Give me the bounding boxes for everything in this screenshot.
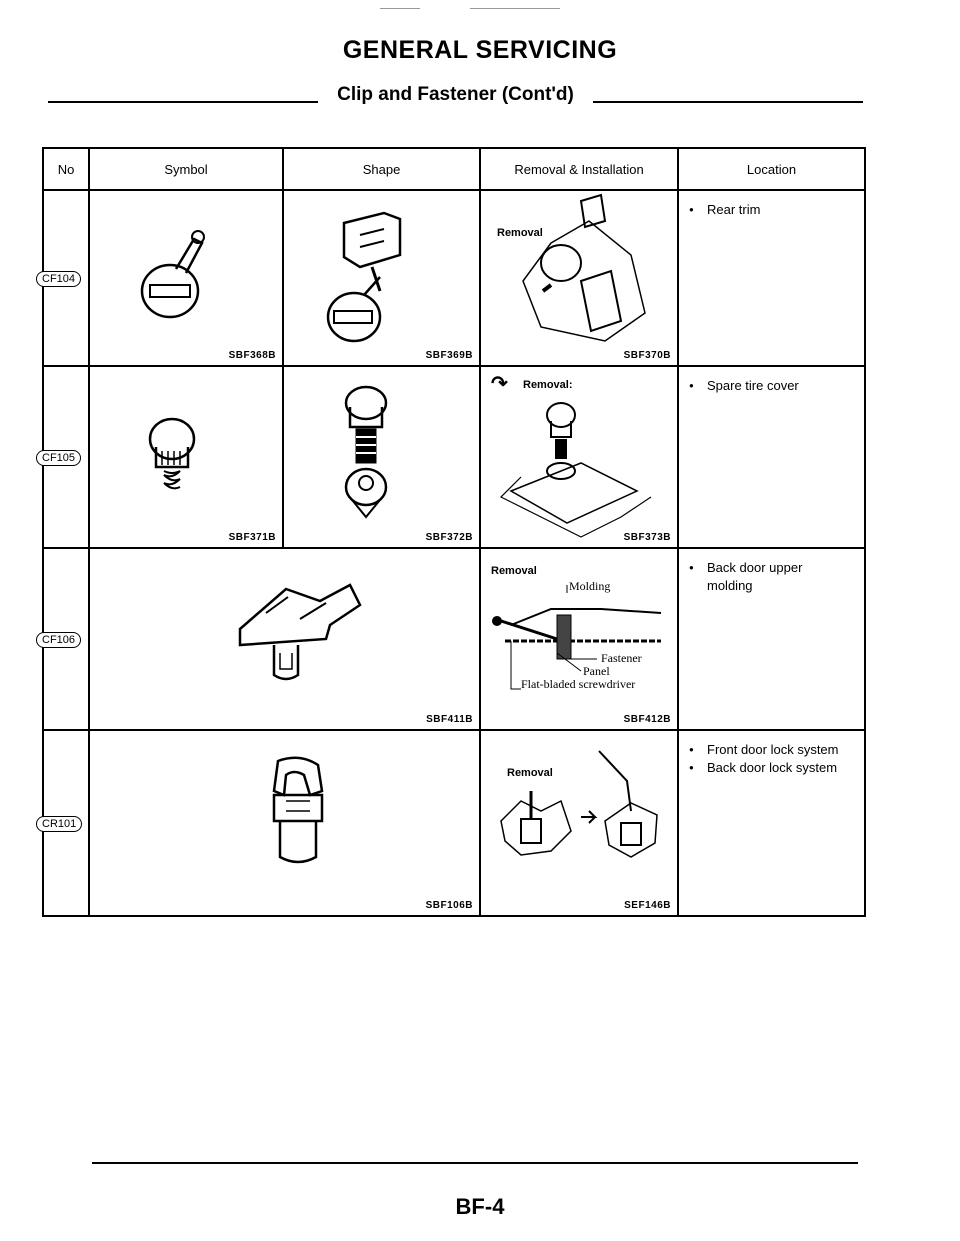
shape-cell: SBF369B [282,189,481,367]
figure-code: SBF372B [425,532,473,543]
rotate-arrow-icon: ↷ [491,373,508,395]
top-marks [360,8,560,12]
clip-fastener-table: No Symbol Shape Removal & Installation L… [36,147,866,917]
figure-code: SBF371B [228,532,276,543]
shape-cell: SBF372B [282,365,481,549]
row-number: CF106 [36,547,90,731]
clip-shape-drawing [272,756,324,864]
symbol-cell: SBF368B [88,189,284,367]
footer-rule [92,1162,858,1164]
row-number: CF104 [36,189,90,367]
page-title: GENERAL SERVICING [342,36,618,64]
table-row: CF106 SBF411B Removal Molding Fastener P… [36,547,866,731]
page-number: BF-4 [455,1194,505,1219]
table-header-row: No Symbol Shape Removal & Installation L… [42,147,866,191]
callout-fastener: Fastener [601,651,642,665]
col-header-no: No [42,147,90,191]
location-cell: Back door upper molding [677,547,866,731]
subtitle-bar: Clip and Fastener (Cont'd) [48,84,863,108]
clip-shape-drawing [238,583,362,681]
removal-drawing [522,193,646,342]
removal-cell: Removal Molding Fastener Panel Flat-blad… [479,547,679,731]
row-number: CR101 [36,729,90,917]
removal-cell: Removal SEF146B [479,729,679,917]
location-cell: Spare tire cover [677,365,866,549]
location-item: Rear trim [689,201,858,219]
figure-code: SBF106B [425,900,473,911]
shape-cell: SBF411B [88,547,481,731]
figure-code: SBF369B [425,350,473,361]
clip-code-badge: CF104 [36,271,82,287]
col-header-shape: Shape [282,147,481,191]
figure-code: SBF373B [623,532,671,543]
removal-label: Removal [497,227,543,239]
clip-symbol-drawing [148,417,196,490]
location-cell: Front door lock system Back door lock sy… [677,729,866,917]
removal-label: Removal [491,565,537,577]
callout-screwdriver: Flat-bladed screwdriver [521,677,636,691]
removal-cell: Removal SBF370B [479,189,679,367]
table-row: CF104 SBF368B [36,189,866,367]
figure-code: SBF368B [228,350,276,361]
figure-code: SEF146B [624,900,671,911]
page-subtitle: Clip and Fastener (Cont'd) [318,84,593,106]
removal-drawing [500,750,658,858]
location-cell: Rear trim [677,189,866,367]
clip-code-badge: CR101 [36,816,83,832]
figure-code: SBF411B [426,714,473,725]
callout-molding: Molding [569,579,611,593]
removal-drawing [492,585,662,690]
row-number: CF105 [36,365,90,549]
col-header-removal: Removal & Installation [479,147,679,191]
removal-label: Removal [507,767,553,779]
clip-code-badge: CF106 [36,632,82,648]
location-item-continued: molding [707,578,753,593]
removal-drawing [499,402,652,538]
figure-code: SBF370B [623,350,671,361]
location-item: Front door lock system [689,741,858,759]
clip-shape-drawing [344,385,388,519]
clip-symbol-drawing [140,230,205,319]
col-header-symbol: Symbol [88,147,284,191]
location-item: Spare tire cover [689,377,858,395]
clip-code-badge: CF105 [36,450,82,466]
clip-shape-drawing [326,211,402,343]
table-row: CR101 SBF106B Removal [36,729,866,917]
shape-cell: SBF106B [88,729,481,917]
location-item: Back door upper [689,559,858,577]
removal-cell: ↷ Removal: SBF373B [479,365,679,549]
location-item: Back door lock system [689,759,858,777]
figure-code: SBF412B [623,714,671,725]
col-header-location: Location [677,147,866,191]
symbol-cell: SBF371B [88,365,284,549]
callout-panel: Panel [583,664,610,678]
table-row: CF105 SBF371B [36,365,866,549]
removal-label: Removal: [523,379,573,391]
